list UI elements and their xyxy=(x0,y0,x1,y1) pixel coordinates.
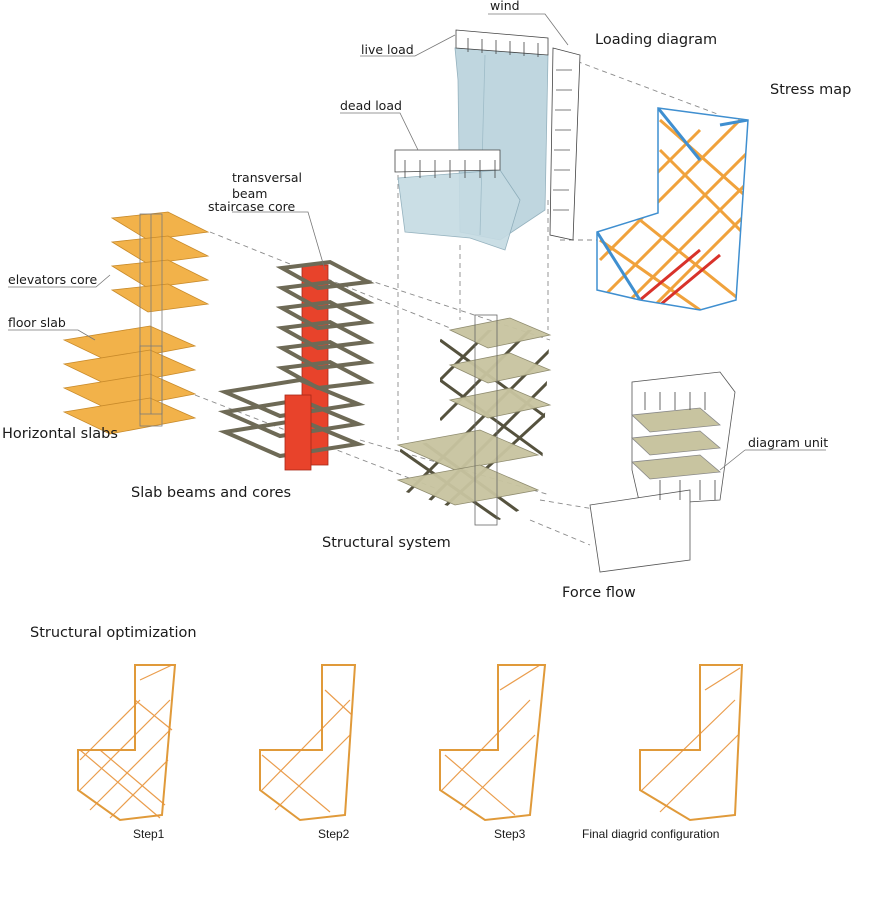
horizontal-slabs-drawing xyxy=(62,211,210,435)
floor-slab-stack-upper xyxy=(110,211,210,313)
structural-system-drawing xyxy=(396,314,552,526)
optimization-step-3 xyxy=(439,664,547,822)
stress-map-drawing xyxy=(596,107,749,311)
label-elevators-core: elevators core xyxy=(8,272,98,287)
stress-lines-blue xyxy=(597,108,748,301)
glass-volume-lower xyxy=(397,169,521,251)
label-leader-lines xyxy=(8,13,826,471)
dead-load-box xyxy=(394,149,501,173)
loading-diagram-drawing xyxy=(394,29,581,251)
olive-floor-slabs xyxy=(396,317,552,506)
transversal-beam-frames xyxy=(217,259,375,459)
label-wind: wind xyxy=(490,0,520,13)
force-flow-arrows xyxy=(644,392,716,500)
live-load-box xyxy=(455,29,549,56)
wind-load-arrows xyxy=(553,69,572,211)
stress-lines-red xyxy=(639,248,721,307)
optimization-final xyxy=(639,664,744,822)
force-flow-slabs xyxy=(631,407,721,480)
title-horizontal-slabs: Horizontal slabs xyxy=(2,426,118,442)
wind-load-panel xyxy=(549,47,581,241)
step-2-label: Step2 xyxy=(318,827,350,841)
title-structural-optimization: Structural optimization xyxy=(30,625,197,641)
label-transversal-beam: transversal beam xyxy=(232,170,303,201)
title-loading-diagram: Loading diagram xyxy=(595,32,718,48)
label-diagram-unit: diagram unit xyxy=(748,435,829,450)
force-flow-drawing xyxy=(589,371,736,573)
label-floor-slab: floor slab xyxy=(8,315,66,330)
label-live-load: live load xyxy=(361,42,414,57)
elevators-core-outline xyxy=(139,213,163,427)
slab-beams-and-cores-drawing xyxy=(217,259,375,471)
step-3-label: Step3 xyxy=(494,827,526,841)
structural-core xyxy=(474,314,498,526)
optimization-step-2 xyxy=(259,664,357,822)
floor-slab-stack-lower xyxy=(62,325,197,435)
live-load-arrows xyxy=(467,38,539,57)
title-structural-system: Structural system xyxy=(322,535,451,551)
staircase-core-lower xyxy=(284,394,312,471)
optimization-step-1 xyxy=(77,664,177,822)
label-staircase-core: staircase core xyxy=(208,199,296,214)
title-slab-beams-cores: Slab beams and cores xyxy=(131,485,292,501)
step-1-label: Step1 xyxy=(133,827,165,841)
dead-load-arrows xyxy=(404,160,496,178)
title-force-flow: Force flow xyxy=(562,585,636,601)
final-step-label: Final diagrid configuration xyxy=(582,827,720,841)
label-dead-load: dead load xyxy=(340,98,402,113)
title-stress-map: Stress map xyxy=(770,82,852,98)
